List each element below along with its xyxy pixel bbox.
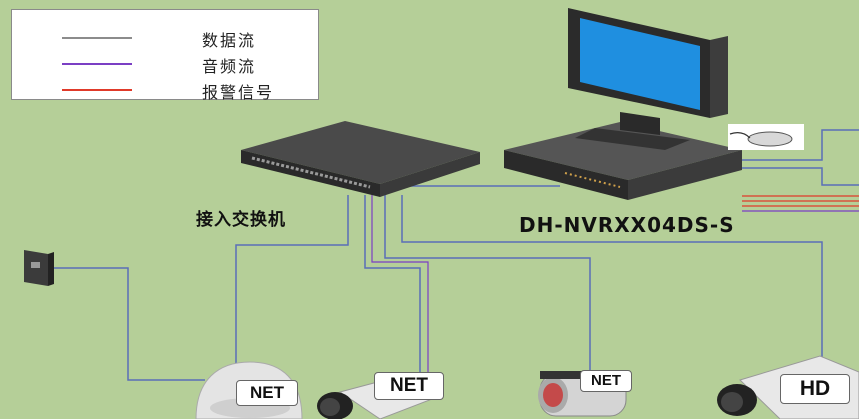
nvr-model-label: DH-NVRXX04DS-S bbox=[519, 213, 735, 237]
camera-tag-net: NET bbox=[374, 372, 444, 400]
nvr-link-2 bbox=[740, 167, 859, 186]
legend-swatch bbox=[62, 89, 132, 91]
link-dome-camera bbox=[235, 195, 349, 380]
nvr-device bbox=[504, 122, 742, 200]
mouse-icon bbox=[728, 124, 804, 150]
camera-tag-hd: HD bbox=[780, 374, 850, 404]
switch-device bbox=[241, 121, 480, 197]
link-bullet-camera bbox=[384, 195, 591, 372]
link-hd-camera bbox=[401, 195, 823, 360]
legend-item-audio: 音频流 bbox=[12, 50, 318, 76]
monitor-device bbox=[568, 8, 728, 150]
legend-label: 数据流 bbox=[202, 31, 257, 50]
legend-item-data: 数据流 bbox=[12, 24, 318, 50]
camera-tag-net: NET bbox=[580, 370, 632, 392]
link-alarm-device bbox=[52, 267, 205, 381]
link-box-camera-1-audio bbox=[371, 195, 429, 378]
legend-swatch bbox=[62, 37, 132, 39]
alarm-device-icon bbox=[24, 250, 54, 286]
nvr-link-1 bbox=[700, 129, 859, 161]
camera-tag-net: NET bbox=[236, 380, 298, 406]
legend: 数据流 音频流 报警信号 bbox=[11, 9, 319, 102]
legend-label: 报警信号 bbox=[202, 83, 275, 102]
legend-swatch bbox=[62, 63, 132, 65]
link-box-camera-1 bbox=[364, 195, 421, 378]
legend-label: 音频流 bbox=[202, 57, 257, 76]
switch-label: 接入交换机 bbox=[196, 210, 286, 230]
legend-item-alarm: 报警信号 bbox=[12, 76, 318, 102]
